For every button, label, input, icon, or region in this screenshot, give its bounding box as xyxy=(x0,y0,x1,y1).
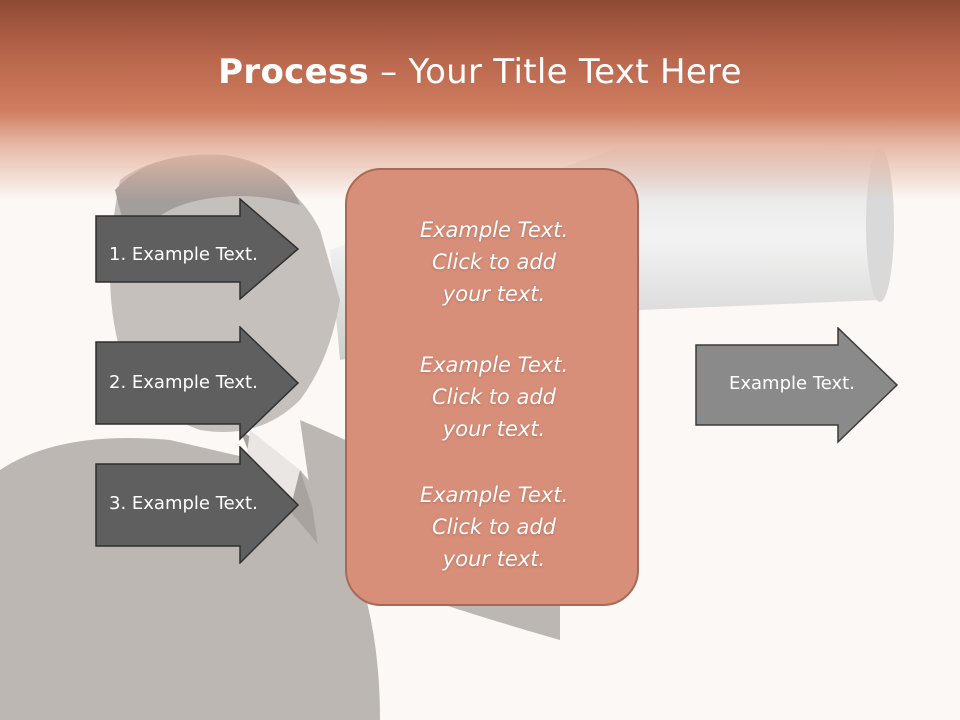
text-block-2-line-1: Example Text. xyxy=(419,353,569,377)
slide-title[interactable]: Process – Your Title Text Here xyxy=(0,52,960,92)
title-bold-word: Process xyxy=(218,52,370,92)
arrow-2[interactable] xyxy=(95,326,300,441)
text-block-3: Example Text. Click to add your text. xyxy=(347,479,641,575)
text-block-3-line-1: Example Text. xyxy=(419,483,569,507)
text-block-2-line-2: Click to add xyxy=(431,385,556,409)
arrow-3-label: 3. Example Text. xyxy=(109,493,258,514)
arrow-3[interactable] xyxy=(95,446,300,564)
text-block-1-line-2: Click to add xyxy=(431,250,556,274)
title-rest: – Your Title Text Here xyxy=(369,52,742,92)
right-arrow-label: Example Text. xyxy=(729,373,855,394)
arrow-2-label: 2. Example Text. xyxy=(109,372,258,393)
text-block-1-line-3: your text. xyxy=(442,282,546,306)
text-block-1: Example Text. Click to add your text. xyxy=(347,214,641,310)
arrow-1-label: 1. Example Text. xyxy=(109,244,258,265)
text-block-2: Example Text. Click to add your text. xyxy=(347,349,641,445)
text-block-3-line-2: Click to add xyxy=(431,515,556,539)
text-block-2-line-3: your text. xyxy=(442,417,546,441)
center-text-box[interactable]: Example Text. Click to add your text. Ex… xyxy=(345,168,639,606)
right-arrow[interactable] xyxy=(695,327,900,445)
text-block-3-line-3: your text. xyxy=(442,547,546,571)
text-block-1-line-1: Example Text. xyxy=(419,218,569,242)
arrow-1[interactable] xyxy=(95,198,300,300)
header-band xyxy=(0,0,960,200)
